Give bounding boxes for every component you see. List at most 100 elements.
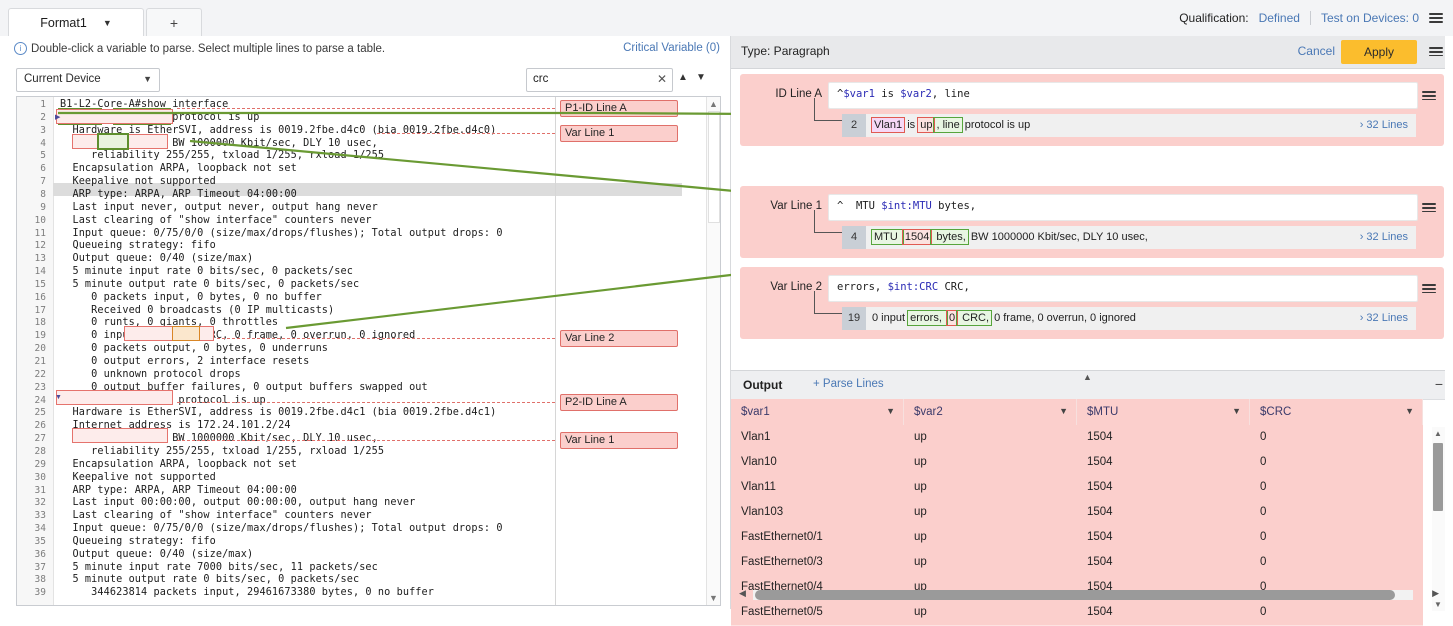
scrollbar-thumb[interactable] xyxy=(755,590,1395,600)
code-line[interactable]: 0 packets input, 0 bytes, 0 no buffer xyxy=(60,291,322,303)
preview-lines-link[interactable]: › 32 Lines xyxy=(1359,312,1408,324)
collapse-triangle-icon[interactable]: ▶ xyxy=(55,114,61,121)
code-line[interactable]: Keepalive not supported xyxy=(60,176,216,188)
column-header-3[interactable]: $MTU▼ xyxy=(1077,399,1250,425)
code-line[interactable]: Input queue: 0/75/0/0 (size/max/drops/fl… xyxy=(60,227,503,239)
code-line[interactable]: 0 runts, 0 giants, 0 throttles xyxy=(60,317,279,329)
collapse-handle-icon[interactable]: ▲ xyxy=(1083,372,1092,382)
code-line[interactable]: Received 0 broadcasts (0 IP multicasts) xyxy=(60,304,335,316)
scrollbar-thumb[interactable] xyxy=(1433,443,1443,511)
device-select[interactable]: Current Device ▼ xyxy=(16,68,160,92)
column-header-1[interactable]: $var1▼ xyxy=(731,399,904,425)
chevron-down-icon[interactable]: ▼ xyxy=(102,17,112,28)
arrow-up-icon[interactable]: ▲ xyxy=(709,99,718,109)
code-line[interactable]: 0 output buffer failures, 0 output buffe… xyxy=(60,381,428,393)
code-line[interactable]: Output queue: 0/40 (size/max) xyxy=(60,253,254,265)
code-line[interactable]: Hardware is EtherSVI, address is 0019.2f… xyxy=(60,124,497,136)
code-line[interactable]: 5 minute output rate 0 bits/sec, 0 packe… xyxy=(60,574,360,586)
qualification-value[interactable]: Defined xyxy=(1258,11,1300,25)
close-icon[interactable]: ✕ xyxy=(656,72,667,86)
code-line[interactable]: Encapsulation ARPA, loopback not set xyxy=(60,458,297,470)
rule-preview-row[interactable]: 19 0 input errors, 0 CRC, 0 frame, 0 ove… xyxy=(842,307,1416,330)
hamburger-menu-icon[interactable] xyxy=(1429,11,1443,25)
code-line[interactable]: Internet address is 172.24.101.2/24 xyxy=(60,420,291,432)
apply-button[interactable]: Apply xyxy=(1341,40,1417,64)
preview-lines-link[interactable]: › 32 Lines xyxy=(1359,231,1408,243)
code-line[interactable]: Keepalive not supported xyxy=(60,471,216,483)
marker-p1-id-line-a[interactable]: P1-ID Line A xyxy=(560,100,678,117)
chevron-down-icon[interactable]: ▼ xyxy=(886,406,895,416)
scrollbar-thumb[interactable] xyxy=(708,111,720,223)
column-header-2[interactable]: $var2▼ xyxy=(904,399,1077,425)
code-line[interactable]: Last input never, output never, output h… xyxy=(60,201,378,213)
marker-var-line-1-a[interactable]: Var Line 1 xyxy=(560,125,678,142)
code-line[interactable]: Encapsulation ARPA, loopback not set xyxy=(60,163,297,175)
output-horizontal-scrollbar[interactable]: ◀ ▶ xyxy=(739,588,1439,602)
cancel-button[interactable]: Cancel xyxy=(1297,44,1335,58)
collapse-triangle-icon[interactable]: ▼ xyxy=(55,394,62,401)
preview-lines-link[interactable]: › 32 Lines xyxy=(1359,119,1408,131)
code-line[interactable]: Last input 00:00:00, output 00:00:00, ou… xyxy=(60,497,416,509)
code-line[interactable]: 0 input errors, 0 CRC, 0 frame, 0 overru… xyxy=(60,330,416,342)
code-line[interactable]: reliability 255/255, txload 1/255, rxloa… xyxy=(60,150,385,162)
code-line[interactable]: ARP type: ARPA, ARP Timeout 04:00:00 xyxy=(60,188,297,200)
rule-pattern-input[interactable]: errors, $int:CRC CRC, xyxy=(828,275,1418,302)
marker-var-line-2[interactable]: Var Line 2 xyxy=(560,330,678,347)
code-line[interactable]: 344623814 packets input, 29461673380 byt… xyxy=(60,587,435,599)
code-vertical-scrollbar[interactable]: ▲ ▼ xyxy=(706,97,720,605)
column-header-4[interactable]: $CRC▼ xyxy=(1250,399,1423,425)
search-input[interactable]: crc ✕ xyxy=(526,68,673,92)
code-line[interactable]: Last clearing of "show interface" counte… xyxy=(60,510,372,522)
code-line[interactable]: Queueing strategy: fifo xyxy=(60,240,216,252)
code-line[interactable]: 0 unknown protocol drops xyxy=(60,368,241,380)
hamburger-menu-icon[interactable] xyxy=(1422,89,1436,103)
code-line[interactable]: Last clearing of "show interface" counte… xyxy=(60,214,372,226)
marker-var-line-1-b[interactable]: Var Line 1 xyxy=(560,432,678,449)
code-line[interactable]: Hardware is EtherSVI, address is 0019.2f… xyxy=(60,407,497,419)
rule-pattern-input[interactable]: ^$var1 is $var2, line xyxy=(828,82,1418,109)
code-line[interactable]: B1-L2-Core-A#show interface xyxy=(60,99,229,110)
arrow-left-icon[interactable]: ◀ xyxy=(739,588,746,598)
hamburger-menu-icon[interactable] xyxy=(1422,282,1436,296)
code-line[interactable]: reliability 255/255, txload 1/255, rxloa… xyxy=(60,445,385,457)
hamburger-menu-icon[interactable] xyxy=(1422,201,1436,215)
test-on-devices-link[interactable]: Test on Devices: 0 xyxy=(1320,11,1419,25)
arrow-down-icon[interactable]: ▼ xyxy=(1434,600,1442,609)
rule-pattern-input[interactable]: ^ MTU $int:MTU bytes, xyxy=(828,194,1418,221)
output-vertical-scrollbar[interactable]: ▲ ▼ xyxy=(1432,427,1445,611)
arrow-down-icon[interactable]: ▼ xyxy=(696,72,706,83)
code-line[interactable]: Output queue: 0/40 (size/max) xyxy=(60,548,254,560)
code-line[interactable]: 0 packets output, 0 bytes, 0 underruns xyxy=(60,343,329,355)
code-line[interactable]: Input queue: 0/75/0/0 (size/max/drops/fl… xyxy=(60,523,503,535)
arrow-up-icon[interactable]: ▲ xyxy=(1434,429,1442,438)
code-line[interactable]: Queueing strategy: fifo xyxy=(60,535,216,547)
minus-icon[interactable]: − xyxy=(1434,376,1443,392)
chevron-down-icon[interactable]: ▼ xyxy=(1059,406,1068,416)
arrow-up-icon[interactable]: ▲ xyxy=(678,72,688,83)
code-line[interactable]: ARP type: ARPA, ARP Timeout 04:00:00 xyxy=(60,484,297,496)
hamburger-menu-icon[interactable] xyxy=(1429,45,1443,59)
code-line[interactable]: 5 minute input rate 0 bits/sec, 0 packet… xyxy=(60,266,353,278)
code-line[interactable]: 0 output errors, 2 interface resets xyxy=(60,356,310,367)
chevron-down-icon[interactable]: ▼ xyxy=(1405,406,1414,416)
arrow-down-icon[interactable]: ▼ xyxy=(709,593,718,603)
chevron-down-icon[interactable]: ▼ xyxy=(1232,406,1241,416)
critical-variable-link[interactable]: Critical Variable (0) xyxy=(623,42,720,54)
add-tab-button[interactable]: + xyxy=(146,8,202,36)
code-line[interactable]: 5 minute input rate 7000 bits/sec, 11 pa… xyxy=(60,561,378,573)
tab-format1[interactable]: Format1 ▼ xyxy=(8,8,144,36)
parse-lines-button[interactable]: + Parse Lines xyxy=(813,378,884,390)
code-line[interactable]: 5 minute output rate 0 bits/sec, 0 packe… xyxy=(60,278,360,290)
marker-p2-id-line-a[interactable]: P2-ID Line A xyxy=(560,394,678,411)
code-viewer[interactable]: 1B1-L2-Core-A#show interface2Vlan1 is up… xyxy=(16,96,721,606)
arrow-right-icon[interactable]: ▶ xyxy=(1432,588,1439,598)
